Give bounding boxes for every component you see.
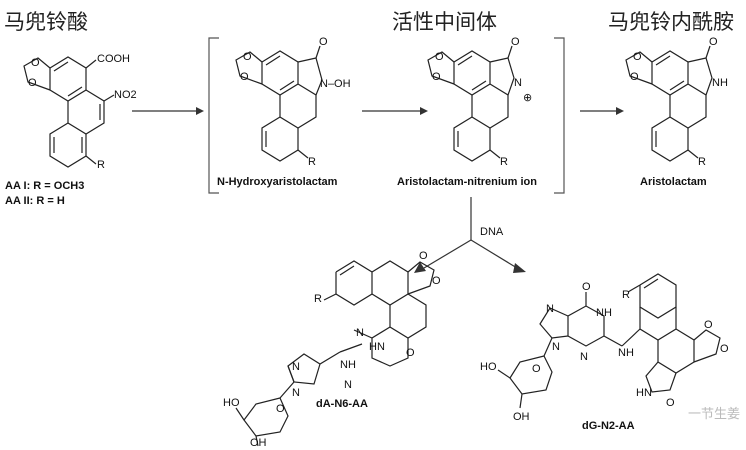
atom-o: O xyxy=(630,71,639,83)
atom-n: N xyxy=(292,361,300,373)
bracket-left xyxy=(208,37,219,194)
atom-n: N xyxy=(356,327,364,339)
label-nitrenium-ion: Aristolactam-nitrenium ion xyxy=(397,176,537,188)
atom-no2: NO2 xyxy=(114,89,137,101)
atom-n: N xyxy=(552,341,560,353)
arrowhead-dna-right xyxy=(513,263,526,273)
atom-nh: NH xyxy=(618,347,634,359)
atom-nh: NH xyxy=(596,307,612,319)
atom-o: O xyxy=(511,36,520,48)
atom-o: O xyxy=(243,51,252,63)
heading-reactive-intermediate: 活性中间体 xyxy=(392,10,497,34)
arrowhead-2 xyxy=(420,107,428,115)
structure-n-hydroxyaristolactam: O N–OH O O R xyxy=(235,36,351,168)
atom-o: O xyxy=(28,77,37,89)
atom-n: N xyxy=(580,351,588,363)
arrowhead-1 xyxy=(196,107,204,115)
atom-nh: NH xyxy=(712,77,728,89)
atom-o: O xyxy=(704,319,713,331)
atom-o: O xyxy=(532,363,541,375)
atom-o: O xyxy=(432,71,441,83)
atom-r: R xyxy=(314,293,322,305)
label-n-hydroxyaristolactam: N-Hydroxyaristolactam xyxy=(217,176,338,188)
arrow-dna-left xyxy=(423,239,472,269)
label-dna: DNA xyxy=(480,226,504,238)
label-aa-ii: AA II: R = H xyxy=(5,195,65,207)
label-da-adduct: dA-N6-AA xyxy=(316,398,368,410)
atom-n-oh: N–OH xyxy=(320,78,351,90)
structure-nitrenium-ion: O N ⊕ O O R xyxy=(427,36,532,168)
atom-hn: HN xyxy=(636,387,652,399)
arrow-dna-right xyxy=(470,239,518,269)
charge-plus: ⊕ xyxy=(523,92,532,104)
atom-o: O xyxy=(419,250,428,262)
atom-r: R xyxy=(97,159,105,171)
atom-hn: HN xyxy=(369,341,385,353)
atom-r: R xyxy=(622,289,630,301)
atom-n: N xyxy=(292,387,300,399)
atom-n: N xyxy=(344,379,352,391)
bracket-right xyxy=(554,37,565,194)
heading-aristolochic-acid: 马兜铃酸 xyxy=(4,10,88,34)
label-aristolactam: Aristolactam xyxy=(640,176,707,188)
label-aa-i: AA I: R = OCH3 xyxy=(5,180,85,192)
atom-cooh: COOH xyxy=(97,53,130,65)
atom-ho: HO xyxy=(480,361,497,373)
atom-o: O xyxy=(31,57,40,69)
heading-aristolactam: 马兜铃内酰胺 xyxy=(608,10,734,34)
atom-o: O xyxy=(720,343,729,355)
watermark-text: 一节生姜 xyxy=(687,407,740,422)
atom-o: O xyxy=(666,397,675,409)
atom-r: R xyxy=(698,156,706,168)
atom-o: O xyxy=(435,51,444,63)
arrowhead-dna-left xyxy=(414,262,426,273)
atom-o: O xyxy=(582,281,591,293)
structure-da-adduct: R O O HN O N NH N N N O HO OH xyxy=(223,250,441,449)
atom-r: R xyxy=(500,156,508,168)
atom-ho: HO xyxy=(223,397,240,409)
arrowhead-3 xyxy=(616,107,624,115)
atom-o: O xyxy=(319,36,328,48)
atom-nh: NH xyxy=(340,359,356,371)
atom-o: O xyxy=(709,36,718,48)
atom-oh: OH xyxy=(250,437,267,449)
atom-n: N xyxy=(514,77,522,89)
structure-aristolochic-acid: O O COOH NO2 R xyxy=(23,53,137,171)
atom-o: O xyxy=(432,275,441,287)
atom-r: R xyxy=(308,156,316,168)
atom-o: O xyxy=(240,71,249,83)
atom-o: O xyxy=(276,403,285,415)
atom-n: N xyxy=(546,303,554,315)
structure-dg-adduct: R O NH NH N N N HN O O O O HO OH xyxy=(480,273,729,423)
atom-o: O xyxy=(406,347,415,359)
atom-o: O xyxy=(633,51,642,63)
atom-oh: OH xyxy=(513,411,530,423)
structure-aristolactam: O NH O O R xyxy=(625,36,728,168)
label-dg-adduct: dG-N2-AA xyxy=(582,420,635,432)
